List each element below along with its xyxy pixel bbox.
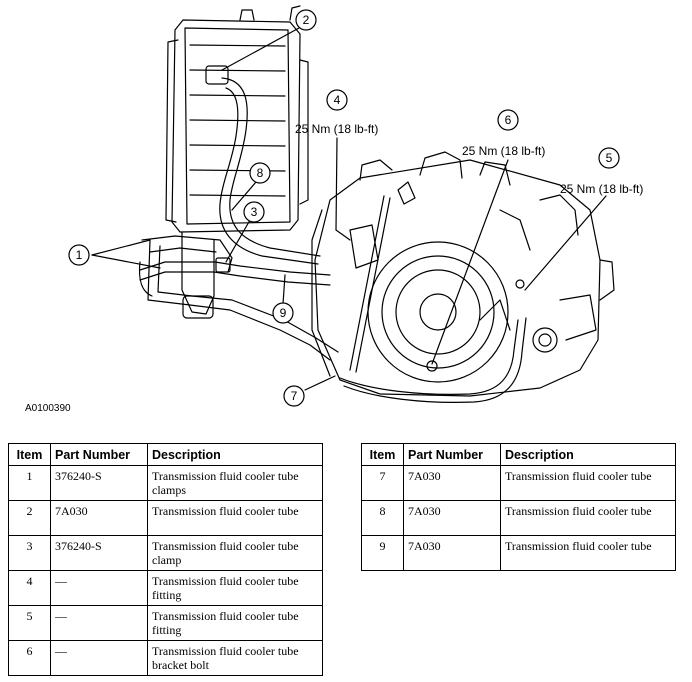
transmission-drawing: [311, 151, 615, 397]
cell-item: 4: [8, 570, 51, 606]
header-description: Description: [500, 443, 676, 466]
cell-item: 2: [8, 500, 51, 536]
cell-part-number: 7A030: [50, 500, 148, 536]
cell-item: 3: [8, 535, 51, 571]
table-row: 3 376240-S Transmission fluid cooler tub…: [8, 535, 323, 571]
callout-circle-7: [283, 385, 305, 407]
cell-description: Transmission fluid cooler tube clamps: [147, 465, 323, 501]
cell-item: 1: [8, 465, 51, 501]
figure-reference-id: A0100390: [25, 403, 71, 414]
cell-description: Transmission fluid cooler tube fitting: [147, 570, 323, 606]
parts-table-left: Item Part Number Description 1 376240-S …: [8, 443, 323, 676]
cell-part-number: 7A030: [403, 465, 501, 501]
cell-part-number: 7A030: [403, 535, 501, 571]
callout-circle-5: [598, 147, 620, 169]
table-row: 5 — Transmission fluid cooler tube fitti…: [8, 605, 323, 641]
cell-item: 5: [8, 605, 51, 641]
callout-number-7: 7: [291, 389, 298, 403]
callout-number-9: 9: [280, 306, 287, 320]
callout-number-3: 3: [251, 205, 258, 219]
callout-number-5: 5: [606, 151, 613, 165]
parts-table-right: Item Part Number Description 7 7A030 Tra…: [361, 443, 676, 571]
cell-description: Transmission fluid cooler tube: [500, 535, 676, 571]
callout-number-2: 2: [303, 13, 310, 27]
header-item: Item: [361, 443, 404, 466]
exploded-view-diagram: 1 2 3 4 5 6 7 8 9 25 Nm (18 lb-ft) 25 Nm…: [68, 5, 643, 407]
callout-number-8: 8: [257, 166, 264, 180]
callout-number-4: 4: [334, 93, 341, 107]
table-row: 4 — Transmission fluid cooler tube fitti…: [8, 570, 323, 606]
cell-part-number: —: [50, 640, 148, 676]
cell-description: Transmission fluid cooler tube: [500, 465, 676, 501]
cell-part-number: —: [50, 605, 148, 641]
callout-leaders: [91, 27, 607, 391]
cell-description: Transmission fluid cooler tube: [500, 500, 676, 536]
cell-part-number: —: [50, 570, 148, 606]
table-row: 7 7A030 Transmission fluid cooler tube: [361, 465, 676, 501]
cell-description: Transmission fluid cooler tube fitting: [147, 605, 323, 641]
cell-description: Transmission fluid cooler tube: [147, 500, 323, 536]
cell-part-number: 376240-S: [50, 465, 148, 501]
table-header-row: Item Part Number Description: [8, 443, 323, 466]
torque-spec-5: 25 Nm (18 lb-ft): [560, 182, 643, 196]
torque-spec-4: 25 Nm (18 lb-ft): [295, 122, 378, 136]
callout-circle-6: [497, 109, 519, 131]
callout-circle-3: [243, 201, 265, 223]
cell-description: Transmission fluid cooler tube clamp: [147, 535, 323, 571]
header-item: Item: [8, 443, 51, 466]
header-description: Description: [147, 443, 323, 466]
callout-circle-4: [326, 89, 348, 111]
header-part-number: Part Number: [50, 443, 148, 466]
header-part-number: Part Number: [403, 443, 501, 466]
callout-circle-9: [272, 302, 294, 324]
cell-item: 9: [361, 535, 404, 571]
cell-part-number: 376240-S: [50, 535, 148, 571]
callout-circles: [68, 9, 620, 407]
callout-circle-8: [249, 162, 271, 184]
table-row: 9 7A030 Transmission fluid cooler tube: [361, 535, 676, 571]
callout-number-1: 1: [76, 248, 83, 262]
cell-item: 6: [8, 640, 51, 676]
table-row: 1 376240-S Transmission fluid cooler tub…: [8, 465, 323, 501]
callout-circle-1: [68, 244, 90, 266]
table-row: 8 7A030 Transmission fluid cooler tube: [361, 500, 676, 536]
cooler-tubes-drawing: [138, 65, 527, 403]
cell-description: Transmission fluid cooler tube bracket b…: [147, 640, 323, 676]
cell-item: 8: [361, 500, 404, 536]
torque-spec-6: 25 Nm (18 lb-ft): [462, 144, 545, 158]
cell-item: 7: [361, 465, 404, 501]
table-header-row: Item Part Number Description: [361, 443, 676, 466]
table-row: 2 7A030 Transmission fluid cooler tube: [8, 500, 323, 536]
callout-number-6: 6: [505, 113, 512, 127]
callout-circle-2: [295, 9, 317, 31]
cell-part-number: 7A030: [403, 500, 501, 536]
radiator-drawing: [165, 5, 309, 319]
table-row: 6 — Transmission fluid cooler tube brack…: [8, 640, 323, 676]
